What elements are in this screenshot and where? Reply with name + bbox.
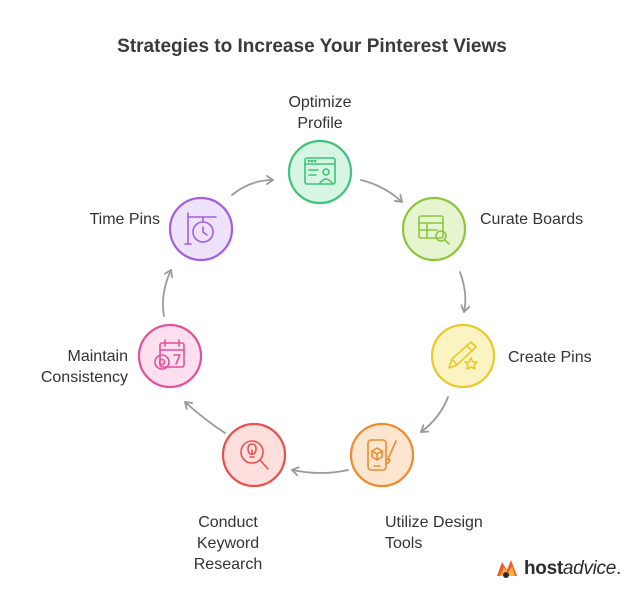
cycle-nodes <box>137 139 496 488</box>
cycle-arrow-2 <box>459 271 471 313</box>
step-node-4 <box>349 422 415 488</box>
page-title: Strategies to Increase Your Pinterest Vi… <box>117 36 507 57</box>
step-node-3 <box>430 323 496 389</box>
pencil-star-icon <box>448 341 478 370</box>
step-label-6: Maintain Consistency <box>40 348 128 386</box>
step-node-7 <box>168 196 234 262</box>
cycle-arrow-6 <box>162 269 174 317</box>
profile-window-icon <box>304 157 336 185</box>
hostadvice-logo: hostadvice. <box>494 556 621 582</box>
table-search-icon <box>418 215 450 245</box>
step-circle <box>137 323 203 389</box>
step-circle <box>430 323 496 389</box>
step-circle <box>221 422 287 488</box>
step-circle <box>401 196 467 262</box>
step-node-2 <box>401 196 467 262</box>
cycle-arrow-5 <box>184 401 226 434</box>
clock-sign-icon <box>184 212 217 245</box>
step-label-2: Curate Boards <box>480 211 584 228</box>
cycle-arrow-1 <box>360 179 403 203</box>
step-node-6 <box>137 323 203 389</box>
step-label-5: Conduct Keyword Research <box>193 514 263 573</box>
phone-brush-icon <box>367 439 397 471</box>
step-label-3: Create Pins <box>508 349 592 366</box>
brand-name: hostadvice. <box>524 558 622 579</box>
magnify-idea-icon <box>240 440 269 470</box>
brand-mascot-icon <box>497 560 517 578</box>
step-node-5 <box>221 422 287 488</box>
step-label-1: Optimize Profile <box>288 94 352 132</box>
cycle-arrow-3 <box>420 396 449 433</box>
cycle-arrows <box>162 175 471 476</box>
cycle-arrow-4 <box>291 466 349 476</box>
cycle-arrow-7 <box>231 175 274 196</box>
step-circle <box>168 196 234 262</box>
step-node-1 <box>287 139 353 205</box>
step-label-7: Time Pins <box>89 211 160 228</box>
calendar-gear-icon <box>154 339 185 370</box>
step-label-4: Utilize Design Tools <box>385 514 483 552</box>
step-circle <box>287 139 353 205</box>
